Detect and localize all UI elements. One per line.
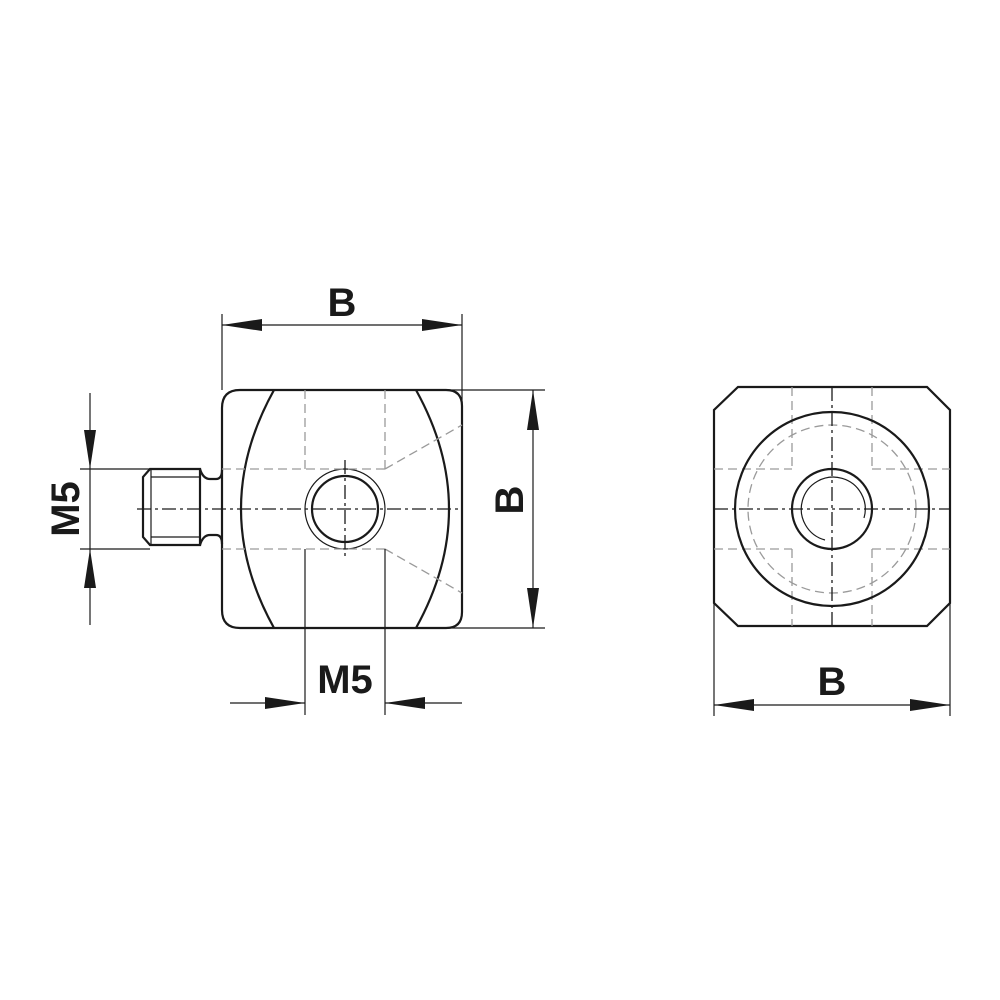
hidden-line <box>384 424 463 470</box>
arrow-head <box>527 390 539 430</box>
dimension-label-b-right: B <box>488 486 532 515</box>
arrow-head <box>84 549 96 588</box>
arrow-head <box>527 588 539 628</box>
front-body-outline <box>712 385 952 628</box>
arrow-head <box>714 699 754 711</box>
hidden-line <box>384 548 463 594</box>
arrow-head <box>385 697 425 709</box>
arrow-head <box>265 697 305 709</box>
arrow-head <box>222 319 262 331</box>
dimension-label-b-front: B <box>818 660 847 704</box>
stud-neck <box>198 468 224 546</box>
arrow-head <box>422 319 462 331</box>
dimension-label-hole-m5: M5 <box>317 658 373 702</box>
thread-arc <box>800 476 866 541</box>
arrow-head <box>84 430 96 469</box>
side-view: B B M5 M5 <box>44 281 545 715</box>
dimension-label-stud-m5: M5 <box>44 481 88 537</box>
front-view: B <box>712 385 952 716</box>
arrow-head <box>910 699 950 711</box>
dimension-label-b-top: B <box>328 281 357 325</box>
